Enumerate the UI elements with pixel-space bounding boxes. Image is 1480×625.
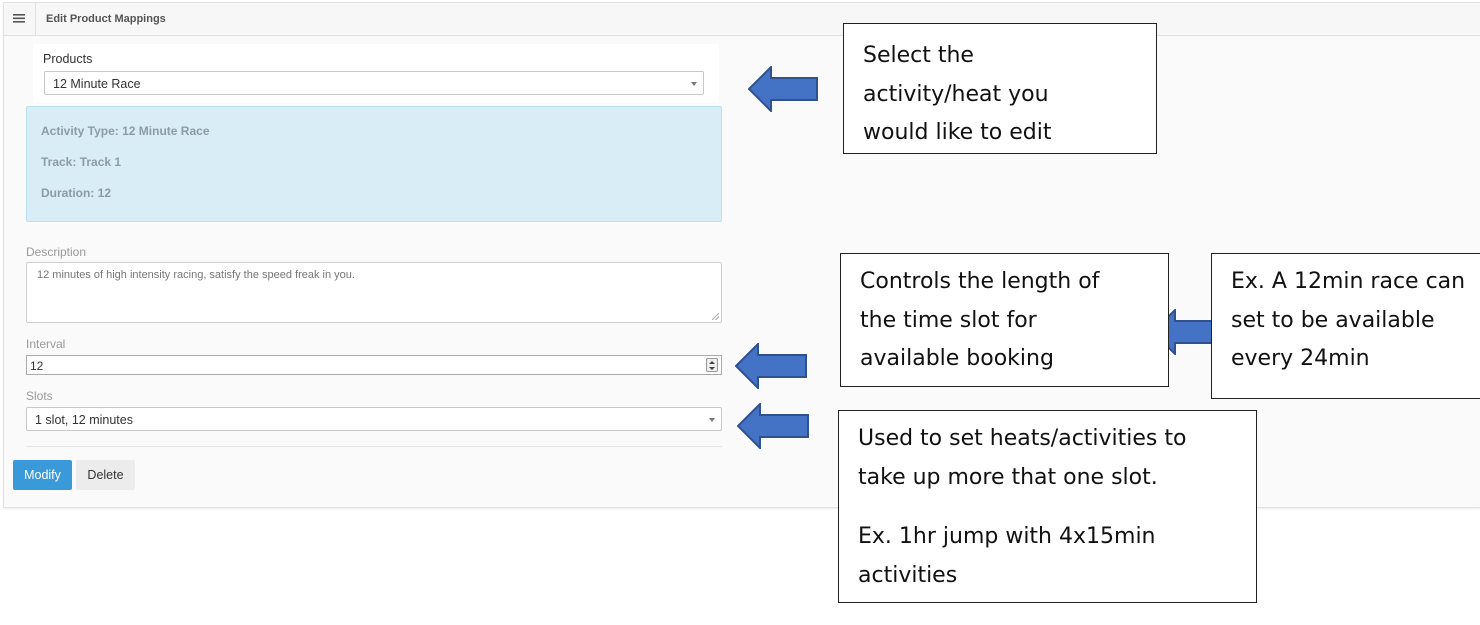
callout-line: every 24min	[1231, 346, 1370, 371]
description-value: 12 minutes of high intensity racing, sat…	[37, 269, 355, 281]
slots-select[interactable]: 1 slot, 12 minutes	[26, 407, 722, 431]
description-textarea[interactable]: 12 minutes of high intensity racing, sat…	[26, 262, 722, 323]
hamburger-icon	[13, 14, 25, 23]
callout-line: Controls the length of	[860, 269, 1100, 294]
duration-text: Duration: 12	[41, 186, 112, 200]
callout-line: set to be available	[1231, 307, 1435, 333]
callout-line: the time slot for	[860, 307, 1037, 333]
callout-line: Ex. 1hr jump with 4x15min	[858, 524, 1156, 549]
select-activity-callout: Select the activity/heat you would like …	[843, 23, 1157, 154]
arrow-left-icon	[737, 403, 809, 449]
products-select[interactable]: 12 Minute Race	[44, 71, 704, 95]
menu-toggle-button[interactable]	[4, 3, 36, 35]
modify-button[interactable]: Modify	[13, 460, 72, 490]
interval-label: Interval	[26, 337, 66, 351]
callout-line: activities	[858, 562, 958, 588]
interval-value: 12	[30, 359, 44, 373]
interval-callout: Controls the length of the time slot for…	[840, 253, 1169, 387]
slots-callout: Used to set heats/activities to take up …	[838, 410, 1257, 603]
slots-select-value: 1 slot, 12 minutes	[35, 413, 133, 427]
arrow-left-icon	[748, 66, 818, 112]
callout-line: would like to edit	[863, 120, 1052, 145]
resize-grip-icon[interactable]	[712, 313, 719, 320]
callout-line: activity/heat you	[863, 81, 1049, 107]
number-spinner[interactable]	[706, 358, 718, 372]
interval-input[interactable]: 12	[26, 355, 722, 375]
products-label: Products	[43, 52, 93, 66]
chevron-down-icon	[709, 418, 715, 422]
chevron-down-icon	[691, 82, 697, 86]
spinner-down-icon[interactable]	[709, 367, 715, 370]
activity-type-text: Activity Type: 12 Minute Race	[41, 124, 210, 138]
callout-line: Ex. A 12min race can	[1231, 269, 1466, 294]
callout-line: available booking	[860, 346, 1054, 371]
track-text: Track: Track 1	[41, 155, 122, 169]
interval-example-callout: Ex. A 12min race can set to be available…	[1211, 253, 1480, 399]
callout-line: take up more that one slot.	[858, 464, 1158, 490]
arrow-left-icon	[735, 343, 807, 389]
callout-line: Select the	[863, 43, 974, 68]
slots-label: Slots	[26, 389, 53, 403]
form-divider	[26, 446, 722, 447]
products-select-value: 12 Minute Race	[53, 77, 141, 91]
panel-title: Edit Product Mappings	[46, 13, 166, 25]
delete-button[interactable]: Delete	[76, 460, 135, 490]
product-info-box: Activity Type: 12 Minute Race Track: Tra…	[26, 106, 722, 222]
panel-header: Edit Product Mappings	[4, 3, 1480, 36]
description-label: Description	[26, 245, 87, 259]
callout-line: Used to set heats/activities to	[858, 426, 1187, 451]
spinner-up-icon[interactable]	[709, 361, 715, 364]
